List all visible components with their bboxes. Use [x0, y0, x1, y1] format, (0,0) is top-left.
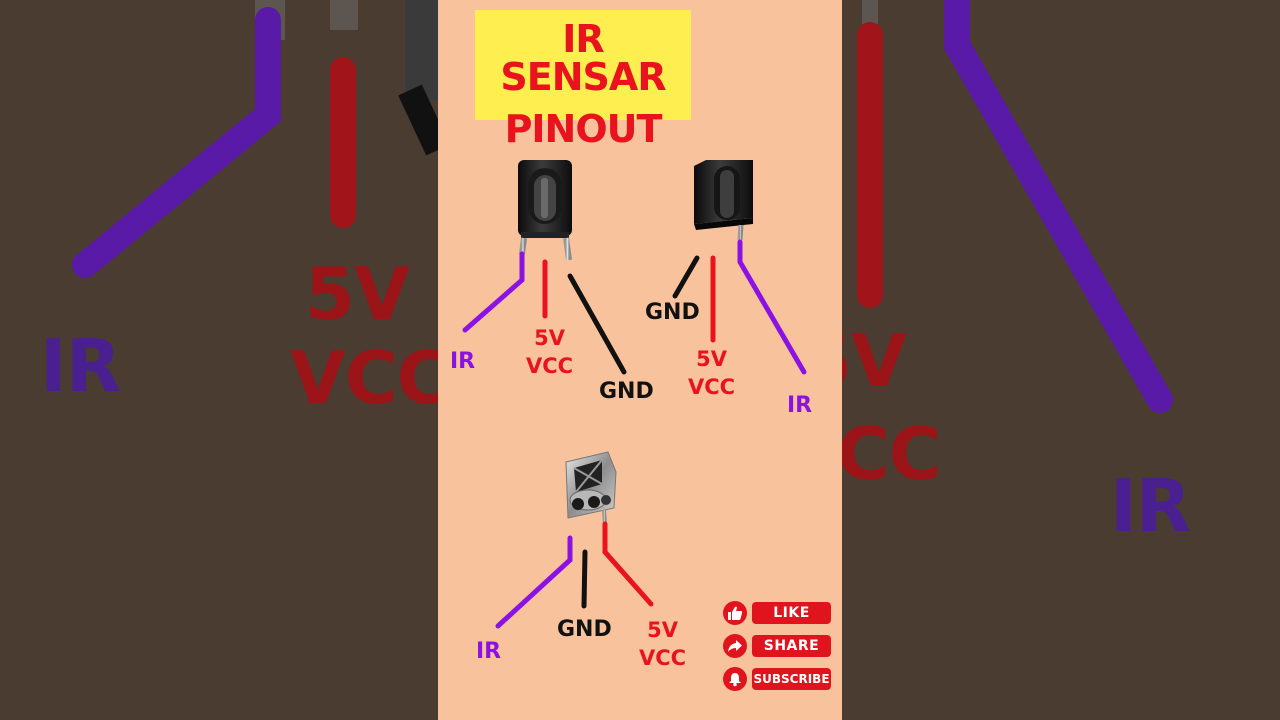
- sensor-2-gnd-wire: [672, 255, 700, 299]
- background-right: 5V VCC IR: [842, 0, 1280, 720]
- sensor-1-leads: [519, 237, 572, 262]
- share-label: SHARE: [752, 635, 831, 657]
- share-button[interactable]: SHARE: [723, 634, 831, 658]
- sensor-1-gnd-wire: [567, 273, 627, 375]
- sensor-1-vcc-label: 5V VCC: [526, 328, 573, 377]
- subscribe-button[interactable]: SUBSCRIBE: [723, 667, 831, 691]
- like-button[interactable]: LIKE: [723, 601, 831, 625]
- bg-right-lead: [862, 0, 878, 30]
- bg-left-lead: [330, 0, 358, 30]
- bg-left-component: [405, 0, 438, 100]
- title-line-1: IR SENSAR: [500, 17, 666, 99]
- sensor-1-body: [518, 160, 572, 238]
- sensor-2-ir-label: IR: [787, 393, 813, 418]
- sensor-3-ir-label: IR: [476, 639, 502, 664]
- sensor-3-vcc-wire: [602, 521, 654, 607]
- bg-left-ir-wire: [72, 7, 281, 278]
- like-label: LIKE: [752, 602, 831, 624]
- thumbs-up-icon: [723, 601, 747, 625]
- pinout-panel: IR SENSAR PINOUT: [438, 0, 842, 720]
- sensor-1-ir-label: IR: [450, 349, 476, 374]
- sensor-1: [462, 160, 627, 375]
- bg-left-vcc-label: VCC: [290, 336, 438, 420]
- sensor-3-gnd-wire: [581, 549, 588, 609]
- title-line-2: PINOUT: [504, 107, 663, 151]
- sensor-1-5v-text: 5V: [534, 326, 565, 350]
- sensor-1-vcc-text: VCC: [526, 354, 574, 378]
- bg-right-ir-label: IR: [1110, 464, 1191, 548]
- sensor-2-gnd-label: GND: [645, 300, 700, 325]
- title-box: IR SENSAR PINOUT: [475, 10, 691, 148]
- bg-right-5v-label: 5V: [842, 319, 907, 403]
- background-left-wires: [72, 0, 438, 278]
- bg-left-ir-label: IR: [40, 324, 121, 408]
- bg-left-gnd-wire: [398, 84, 438, 156]
- sensor-2-5v-text: 5V: [696, 347, 727, 371]
- bg-right-ir-wire: [944, 0, 1173, 413]
- sensor-3-vcc-label: 5V VCC: [639, 620, 686, 669]
- sensor-2: [672, 160, 807, 375]
- sensor-3-vcc-text: VCC: [639, 646, 687, 670]
- sensor-3-ir-wire: [495, 535, 573, 629]
- sensor-2-body: [694, 160, 753, 230]
- bell-icon: [723, 667, 747, 691]
- sensor-2-ir-wire: [737, 239, 807, 375]
- pinout-diagram: [462, 160, 807, 629]
- sensor-2-vcc-label: 5V VCC: [688, 349, 735, 398]
- sensor-1-gnd-label: GND: [599, 379, 654, 404]
- background-left: IR 5V VCC: [0, 0, 438, 720]
- share-arrow-icon: [723, 634, 747, 658]
- sensor-2-vcc-text: VCC: [688, 375, 736, 399]
- sensor-1-ir-wire: [462, 251, 525, 333]
- background-right-wires: [857, 0, 1173, 413]
- sensor-3-5v-text: 5V: [647, 618, 678, 642]
- bg-right-vcc-label: VCC: [842, 412, 941, 496]
- sensor-3-body: [565, 451, 617, 519]
- subscribe-label: SUBSCRIBE: [752, 668, 831, 690]
- sensor-3-gnd-label: GND: [557, 617, 612, 642]
- sensor-3: [495, 451, 654, 629]
- sensor-2-leads: [697, 224, 744, 256]
- bg-left-5v-label: 5V: [305, 252, 410, 336]
